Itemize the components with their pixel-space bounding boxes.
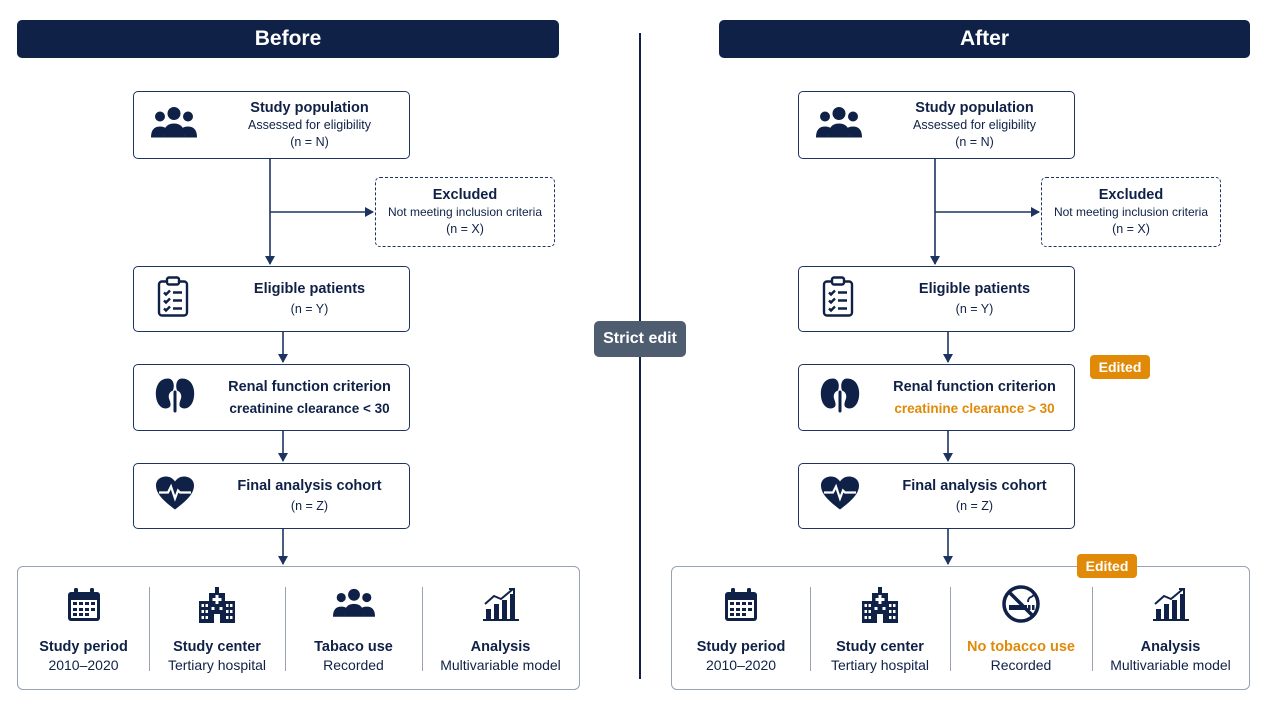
study-center-value: Tertiary hospital bbox=[830, 657, 930, 673]
excluded-subtitle: Not meeting inclusion criteria bbox=[387, 205, 543, 219]
eligible-title: Eligible patients bbox=[918, 281, 1031, 297]
before-renal-box: Renal function criterion creatinine clea… bbox=[133, 364, 410, 431]
people-icon bbox=[816, 106, 862, 145]
study-population-title: Study population bbox=[250, 100, 369, 116]
analysis-label: Analysis bbox=[1140, 639, 1201, 655]
after-study-details-panel: Study period 2010–2020 Study center Tert… bbox=[671, 566, 1250, 690]
before-cell-analysis: Analysis Multivariable model bbox=[422, 567, 579, 689]
people-icon bbox=[332, 587, 375, 624]
excluded-title: Excluded bbox=[1098, 187, 1164, 203]
after-cell-study-center: Study center Tertiary hospital bbox=[810, 567, 950, 689]
kidney-icon bbox=[154, 376, 196, 419]
study-population-subtitle: Assessed for eligibility bbox=[913, 118, 1036, 132]
after-renal-box: Renal function criterion creatinine clea… bbox=[798, 364, 1075, 431]
after-cell-tobacco-use: No tobacco use Recorded bbox=[950, 567, 1092, 689]
study-center-label: Study center bbox=[173, 639, 261, 655]
renal-criterion: creatinine clearance < 30 bbox=[229, 400, 390, 416]
before-study-details-panel: Study period 2010–2020 Study center Tert… bbox=[17, 566, 580, 690]
clipboard-icon bbox=[821, 276, 855, 323]
eligible-n: (n = Y) bbox=[955, 302, 994, 316]
renal-edited-badge: Edited bbox=[1090, 355, 1150, 379]
study-center-value: Tertiary hospital bbox=[167, 657, 267, 673]
after-excluded-box: Excluded Not meeting inclusion criteria … bbox=[1041, 177, 1221, 247]
excluded-title: Excluded bbox=[432, 187, 498, 203]
strict-edit-badge: Strict edit bbox=[594, 321, 686, 357]
tobacco-use-value: Recorded bbox=[323, 657, 384, 673]
before-cell-study-period: Study period 2010–2020 bbox=[18, 567, 149, 689]
bar-chart-icon bbox=[482, 587, 520, 626]
study-population-n: (n = N) bbox=[955, 135, 994, 149]
before-excluded-box: Excluded Not meeting inclusion criteria … bbox=[375, 177, 555, 247]
after-eligible-box: Eligible patients (n = Y) bbox=[798, 266, 1075, 332]
final-n: (n = Z) bbox=[955, 499, 994, 513]
after-arrows bbox=[930, 159, 1040, 565]
before-arrows bbox=[265, 159, 374, 565]
final-title: Final analysis cohort bbox=[237, 478, 382, 494]
eligible-n: (n = Y) bbox=[290, 302, 329, 316]
bar-chart-icon bbox=[1152, 587, 1190, 626]
after-study-population-box: Study population Assessed for eligibilit… bbox=[798, 91, 1075, 159]
kidney-icon bbox=[819, 376, 861, 419]
before-final-box: Final analysis cohort (n = Z) bbox=[133, 463, 410, 529]
study-population-subtitle: Assessed for eligibility bbox=[248, 118, 371, 132]
after-cell-study-period: Study period 2010–2020 bbox=[672, 567, 810, 689]
tobacco-use-label: Tabaco use bbox=[314, 639, 393, 655]
panel-separator bbox=[950, 587, 952, 671]
study-period-label: Study period bbox=[696, 639, 786, 655]
study-period-value: 2010–2020 bbox=[48, 657, 119, 673]
analysis-value: Multivariable model bbox=[1110, 657, 1231, 673]
no-tobacco-use-label: No tobacco use bbox=[967, 639, 1075, 655]
panel-separator bbox=[149, 587, 151, 671]
panel-separator bbox=[1092, 587, 1094, 671]
before-study-population-box: Study population Assessed for eligibilit… bbox=[133, 91, 410, 159]
analysis-label: Analysis bbox=[470, 639, 531, 655]
renal-title: Renal function criterion bbox=[228, 378, 391, 395]
after-header: After bbox=[719, 20, 1250, 58]
study-population-n: (n = N) bbox=[290, 135, 329, 149]
renal-title: Renal function criterion bbox=[893, 378, 1056, 395]
study-population-title: Study population bbox=[915, 100, 1034, 116]
calendar-icon bbox=[66, 587, 102, 628]
study-period-label: Study period bbox=[39, 639, 128, 655]
excluded-subtitle: Not meeting inclusion criteria bbox=[1053, 205, 1209, 219]
excluded-n: (n = X) bbox=[446, 222, 484, 236]
before-header: Before bbox=[17, 20, 559, 58]
final-n: (n = Z) bbox=[290, 499, 329, 513]
panel-separator bbox=[422, 587, 424, 671]
analysis-value: Multivariable model bbox=[440, 657, 561, 673]
before-cell-study-center: Study center Tertiary hospital bbox=[149, 567, 285, 689]
study-period-value: 2010–2020 bbox=[705, 657, 777, 673]
calendar-icon bbox=[723, 587, 759, 628]
people-icon bbox=[151, 106, 197, 145]
before-cell-tobacco-use: Tabaco use Recorded bbox=[285, 567, 422, 689]
eligible-title: Eligible patients bbox=[253, 281, 366, 297]
panel-edited-badge: Edited bbox=[1077, 554, 1137, 578]
panel-separator bbox=[810, 587, 812, 671]
renal-criterion-edited: creatinine clearance > 30 bbox=[894, 400, 1055, 416]
hospital-icon bbox=[198, 587, 236, 628]
panel-separator bbox=[285, 587, 287, 671]
before-eligible-box: Eligible patients (n = Y) bbox=[133, 266, 410, 332]
heart-pulse-icon bbox=[820, 476, 860, 517]
tobacco-use-value: Recorded bbox=[990, 657, 1052, 673]
no-smoking-icon bbox=[1001, 584, 1041, 629]
study-center-label: Study center bbox=[836, 639, 924, 655]
clipboard-icon bbox=[156, 276, 190, 323]
excluded-n: (n = X) bbox=[1112, 222, 1150, 236]
after-final-box: Final analysis cohort (n = Z) bbox=[798, 463, 1075, 529]
hospital-icon bbox=[861, 587, 899, 628]
after-cell-analysis: Analysis Multivariable model bbox=[1092, 567, 1249, 689]
final-title: Final analysis cohort bbox=[902, 478, 1047, 494]
heart-pulse-icon bbox=[155, 476, 195, 517]
